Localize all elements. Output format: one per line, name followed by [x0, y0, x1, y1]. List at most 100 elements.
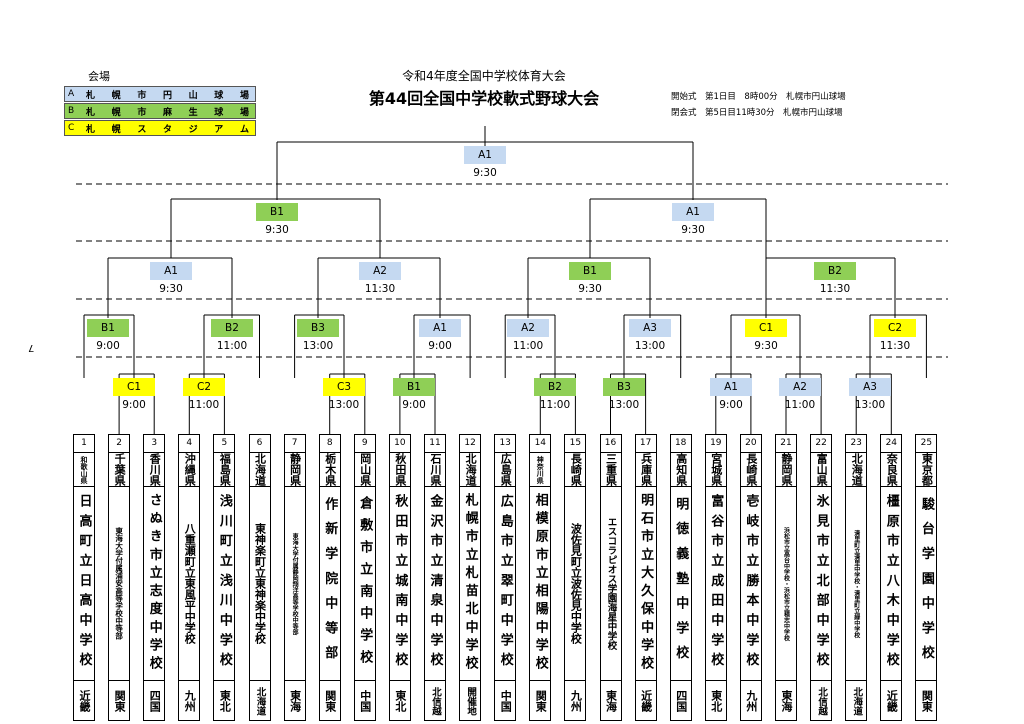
team-prefecture: 東京都: [916, 453, 937, 487]
team-number: 10: [389, 435, 410, 453]
team-number: 3: [144, 435, 165, 453]
game-time-r1c: 13:00: [328, 399, 360, 411]
team-number: 11: [425, 435, 445, 453]
team-prefecture: 広島県: [495, 453, 516, 487]
team-prefecture: 沖縄県: [179, 453, 200, 487]
team-school: 氷見市立北部中学校: [811, 487, 832, 681]
game-venue-qf2: A2: [359, 262, 401, 280]
team-prefecture: 高知県: [670, 453, 691, 487]
team-number: 5: [214, 435, 235, 453]
game-time-r2c: 13:00: [302, 340, 334, 352]
game-time-sf1: 9:30: [265, 224, 289, 236]
team-number: 2: [109, 435, 130, 453]
game-venue-r1a: C1: [113, 378, 155, 396]
game-venue-r2d: A1: [419, 319, 461, 337]
team-region: 中国: [358, 690, 372, 712]
game-venue-r1g: A1: [710, 378, 752, 396]
team-prefecture: 石川県: [425, 453, 445, 487]
game-time-r2f: 13:00: [634, 340, 666, 352]
team-school: さぬき市立志度中学校: [144, 487, 165, 681]
team-school: 波佐見町立波佐見中学校: [565, 487, 586, 681]
team-prefecture: 長崎県: [565, 453, 586, 487]
closing-ceremony: 閉会式 第5日目11時30分 札幌市円山球場: [671, 108, 843, 118]
game-time-r1h: 11:00: [784, 399, 816, 411]
game-venue-sf2: A1: [672, 203, 714, 221]
game-venue-final: A1: [464, 146, 506, 164]
team-prefecture: 和歌山県: [74, 453, 94, 487]
game-venue-r1i: A3: [849, 378, 891, 396]
team-prefecture: 北海道: [460, 453, 481, 487]
team-number: 7: [284, 435, 305, 453]
game-time-final: 9:30: [473, 167, 497, 179]
game-time-r2d: 9:00: [428, 340, 452, 352]
team-number: 17: [635, 435, 656, 453]
game-venue-r1b: C2: [183, 378, 225, 396]
game-venue-r1e: B2: [534, 378, 576, 396]
game-time-r2b: 11:00: [216, 340, 248, 352]
game-venue-r2a: B1: [87, 319, 129, 337]
team-school: 浅川町立浅川中学校: [214, 487, 235, 681]
game-venue-r2b: B2: [211, 319, 253, 337]
team-school: 富谷市立成田中学校: [705, 487, 726, 681]
team-region: 開催地: [465, 686, 477, 716]
game-venue-r1d: B1: [393, 378, 435, 396]
team-school: 清里町立清里中学校・清里町立緑中学校: [846, 487, 867, 681]
team-prefecture: 栃木県: [319, 453, 340, 487]
tournament-title: 第44回全国中学校軟式野球大会: [368, 89, 600, 108]
team-number: 21: [776, 435, 796, 453]
game-venue-r2g: C1: [745, 319, 787, 337]
team-prefecture: 福島県: [214, 453, 235, 487]
game-time-r1g: 9:00: [719, 399, 743, 411]
game-time-sf2: 9:30: [681, 224, 705, 236]
team-region: 関東: [534, 690, 548, 712]
team-prefecture: 秋田県: [389, 453, 410, 487]
team-number: 15: [565, 435, 586, 453]
game-venue-r2c: B3: [297, 319, 339, 337]
team-number: 16: [600, 435, 621, 453]
team-region: 関東: [113, 690, 127, 712]
team-region: 近畿: [885, 690, 899, 712]
team-number: 24: [881, 435, 902, 453]
team-prefecture: 北海道: [846, 453, 867, 487]
team-prefecture: 三重県: [600, 453, 621, 487]
team-region: 関東: [323, 690, 337, 712]
team-number: 23: [846, 435, 867, 453]
team-school: 作新学院中等部: [319, 487, 340, 681]
team-prefecture: 兵庫県: [635, 453, 656, 487]
team-school: エスコラピオス学園海星中学校: [600, 487, 621, 681]
game-time-r1d: 9:00: [402, 399, 426, 411]
team-school: 東海大学付属浦安高等学校中等部: [109, 487, 130, 681]
team-region: 四国: [148, 690, 162, 712]
game-time-qf3: 9:30: [578, 283, 602, 295]
game-venue-r2h: C2: [874, 319, 916, 337]
game-venue-qf3: B1: [569, 262, 611, 280]
team-prefecture: 静岡県: [776, 453, 796, 487]
team-region: 東北: [393, 690, 407, 712]
team-number: 6: [249, 435, 270, 453]
game-time-qf2: 11:30: [364, 283, 396, 295]
team-school: 札幌市立札苗北中学校: [460, 487, 481, 681]
team-prefecture: 神奈川県: [530, 453, 551, 487]
game-venue-r2f: A3: [629, 319, 671, 337]
team-school: 東海大学付属静岡翔洋高等学校中等部: [284, 487, 305, 681]
game-time-qf1: 9:30: [159, 283, 183, 295]
game-time-r2e: 11:00: [512, 340, 544, 352]
venue-name: 札幌市麻生球場: [86, 107, 249, 118]
team-prefecture: 宮城県: [705, 453, 726, 487]
